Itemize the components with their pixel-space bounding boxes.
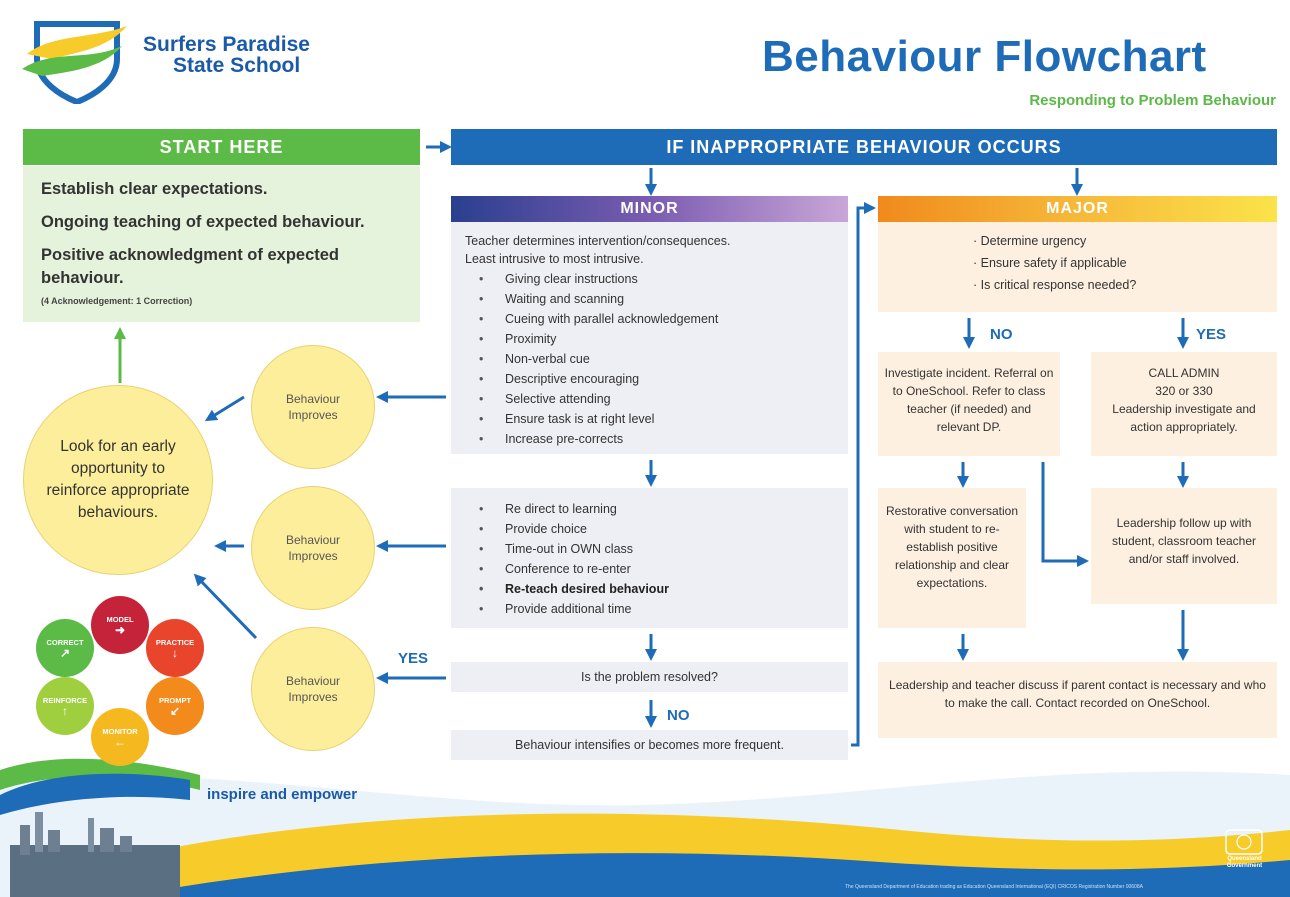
- major-yes-label: YES: [1196, 326, 1227, 343]
- cycle-prompt: PROMPT↙: [146, 677, 204, 735]
- parent-contact-box: Leadership and teacher discuss if parent…: [878, 662, 1277, 738]
- start-here-box: Establish clear expectations. Ongoing te…: [23, 166, 420, 322]
- list-item: Conference to re-enter: [465, 559, 834, 579]
- queensland-government-label: Queensland Government: [1226, 856, 1263, 869]
- minor-list-2: Re direct to learning Provide choice Tim…: [465, 499, 834, 619]
- minor-intro-1: Teacher determines intervention/conseque…: [465, 234, 731, 248]
- arrow-down-left-icon: ↙: [169, 703, 181, 718]
- investigate-incident-box: Investigate incident. Referral on to One…: [878, 352, 1060, 456]
- page-subtitle: Responding to Problem Behaviour: [1029, 92, 1276, 109]
- list-item: Re direct to learning: [465, 499, 834, 519]
- cycle-correct: CORRECT↗: [36, 619, 94, 677]
- tagline: inspire and empower: [207, 786, 358, 803]
- start-line-2: Ongoing teaching of expected behaviour.: [41, 213, 365, 231]
- minor-list-1: Giving clear instructions Waiting and sc…: [465, 269, 834, 449]
- queensland-crest-icon: [1225, 829, 1263, 855]
- behaviour-improves-circle-2: Behaviour Improves: [251, 486, 375, 610]
- list-item: Giving clear instructions: [465, 269, 834, 289]
- list-item: Increase pre-corrects: [465, 429, 834, 449]
- resolved-question-box: Is the problem resolved?: [451, 662, 848, 692]
- call-admin-box: CALL ADMIN 320 or 330 Leadership investi…: [1091, 352, 1277, 456]
- major-checks-box: · Determine urgency · Ensure safety if a…: [878, 222, 1277, 312]
- cycle-prompt-label: PROMPT: [158, 695, 192, 705]
- major-check-3: · Is critical response needed?: [973, 278, 1137, 292]
- arrow-up-icon: ↑: [62, 703, 68, 718]
- intensifies-box: Behaviour intensifies or becomes more fr…: [451, 730, 848, 760]
- arrow-left-icon: ←: [114, 734, 126, 749]
- list-item: Re-teach desired behaviour: [465, 579, 834, 599]
- cycle-model-label: MODEL: [106, 614, 134, 624]
- page-title: Behaviour Flowchart: [762, 32, 1207, 81]
- cycle-practice-label: PRACTICE: [155, 637, 195, 647]
- major-no-label: NO: [990, 326, 1013, 343]
- list-item: Descriptive encouraging: [465, 369, 834, 389]
- list-item: Provide additional time: [465, 599, 834, 619]
- call-admin-numbers: 320 or 330: [1155, 384, 1213, 398]
- behaviour-improves-circle-3: Behaviour Improves: [251, 627, 375, 751]
- list-item: Selective attending: [465, 389, 834, 409]
- school-logo: [22, 14, 132, 106]
- list-item: Proximity: [465, 329, 834, 349]
- call-admin-title: CALL ADMIN: [1148, 366, 1220, 380]
- arrow-bi1-to-big: [204, 395, 245, 422]
- start-here-header: START HERE: [23, 129, 420, 165]
- minor-header: MINOR: [451, 196, 848, 222]
- restorative-box: Restorative conversation with student to…: [878, 488, 1026, 628]
- major-check-2: · Ensure safety if applicable: [973, 256, 1127, 270]
- start-line-3: Positive acknowledgment of expected beha…: [41, 246, 339, 287]
- minor-interventions-box: Teacher determines intervention/conseque…: [451, 222, 848, 454]
- footer-small-print: The Queensland Department of Education t…: [845, 884, 1143, 890]
- cycle-monitor-label: MONITOR: [102, 726, 138, 736]
- major-header: MAJOR: [878, 196, 1277, 222]
- minor-yes-label: YES: [398, 650, 429, 667]
- list-item: Cueing with parallel acknowledgement: [465, 309, 834, 329]
- arrow-right-icon: ➜: [114, 622, 126, 637]
- cycle-correct-label: CORRECT: [46, 637, 84, 647]
- behaviour-improves-label: Behaviour Improves: [285, 533, 341, 563]
- list-item: Non-verbal cue: [465, 349, 834, 369]
- inappropriate-behaviour-bar: IF INAPPROPRIATE BEHAVIOUR OCCURS: [451, 129, 1277, 165]
- arrow-no-to-leadfollow: [1041, 462, 1089, 567]
- call-admin-text: Leadership investigate and action approp…: [1112, 402, 1256, 434]
- city-skyline-icon: [10, 812, 180, 897]
- list-item: Waiting and scanning: [465, 289, 834, 309]
- minor-intro-2: Least intrusive to most intrusive.: [465, 252, 644, 266]
- school-name: Surfers Paradise State School: [143, 34, 310, 76]
- list-item: Time-out in OWN class: [465, 539, 834, 559]
- minor-no-label: NO: [667, 707, 690, 724]
- acknowledgement-ratio: (4 Acknowledgement: 1 Correction): [41, 296, 193, 306]
- minor-escalation-box: Re direct to learning Provide choice Tim…: [451, 488, 848, 628]
- list-item: Provide choice: [465, 519, 834, 539]
- behaviour-improves-circle-1: Behaviour Improves: [251, 345, 375, 469]
- leadership-follow-up-box: Leadership follow up with student, class…: [1091, 488, 1277, 604]
- list-item: Ensure task is at right level: [465, 409, 834, 429]
- school-name-line1: Surfers Paradise: [143, 33, 310, 56]
- behaviour-improves-label: Behaviour Improves: [285, 392, 341, 422]
- arrow-down-icon: ↓: [172, 645, 178, 660]
- reinforce-circle: Look for an early opportunity to reinfor…: [23, 385, 213, 575]
- arrow-up-right-icon: ↗: [59, 645, 71, 660]
- footer-wave-blue: [120, 853, 1290, 897]
- major-check-1: · Determine urgency: [973, 234, 1087, 248]
- footer-wave-blue-left: [0, 773, 190, 815]
- cycle-practice: PRACTICE↓: [146, 619, 204, 677]
- school-name-line2: State School: [173, 54, 301, 77]
- cycle-monitor: MONITOR←: [91, 708, 149, 766]
- behaviour-improves-label: Behaviour Improves: [285, 674, 341, 704]
- cycle-reinforce-label: REINFORCE: [42, 695, 88, 705]
- arrow-bi3-to-big: [193, 573, 258, 640]
- cycle-model: MODEL➜: [91, 596, 149, 654]
- start-line-1: Establish clear expectations.: [41, 180, 268, 198]
- arrow-intensify-to-major: [851, 202, 876, 747]
- cycle-reinforce: REINFORCE↑: [36, 677, 94, 735]
